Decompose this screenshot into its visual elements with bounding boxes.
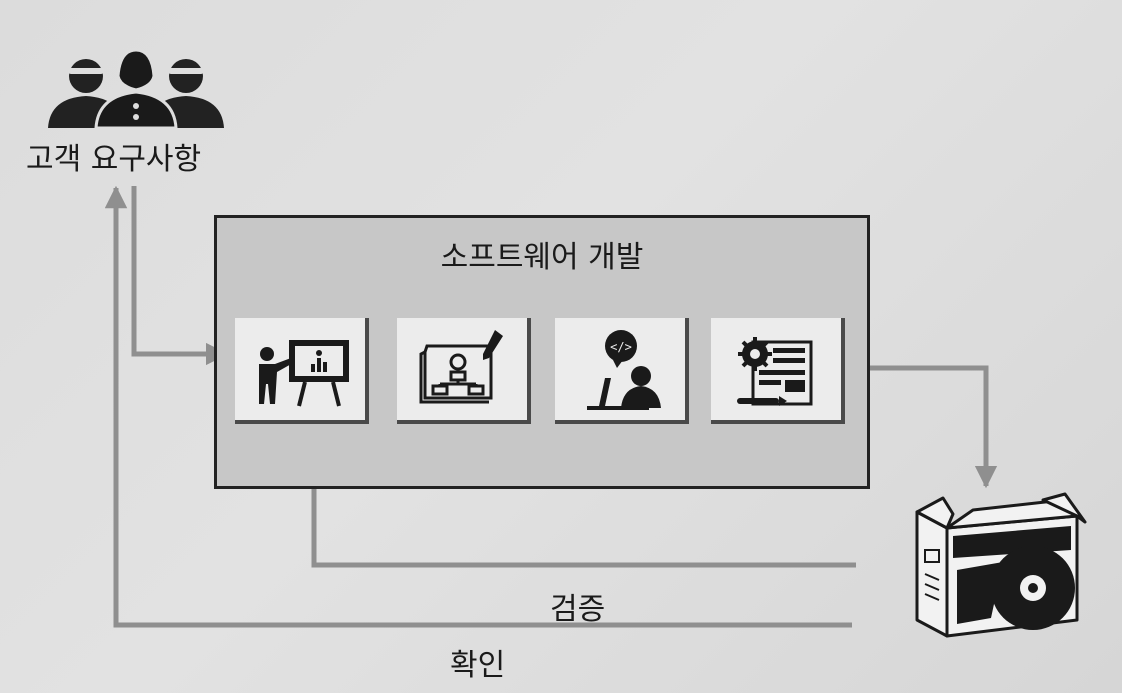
developer-coding-icon: </> xyxy=(587,330,661,410)
software-development-box: 소프트웨어 개발 xyxy=(214,215,870,489)
phase-card-implementation: </> xyxy=(555,318,689,424)
customer-requirements-label: 고객 요구사항 xyxy=(26,142,202,177)
customer-group-icon xyxy=(48,48,224,128)
validation-arrow xyxy=(104,185,852,628)
software-development-title: 소프트웨어 개발 xyxy=(440,240,644,275)
presentation-analysis-icon xyxy=(259,340,349,407)
software-box-disc-icon xyxy=(915,492,1087,638)
testing-document-gear-icon xyxy=(737,337,813,406)
svg-text:</>: </> xyxy=(610,340,632,354)
development-to-product-arrow xyxy=(866,365,998,489)
requirements-to-development-arrow xyxy=(131,186,229,366)
verification-label: 검증 xyxy=(550,592,606,627)
phase-card-analysis xyxy=(235,318,369,424)
blueprint-design-icon xyxy=(419,330,503,404)
phase-card-design xyxy=(397,318,531,424)
validation-label: 확인 xyxy=(450,648,506,683)
phase-card-testing xyxy=(711,318,845,424)
